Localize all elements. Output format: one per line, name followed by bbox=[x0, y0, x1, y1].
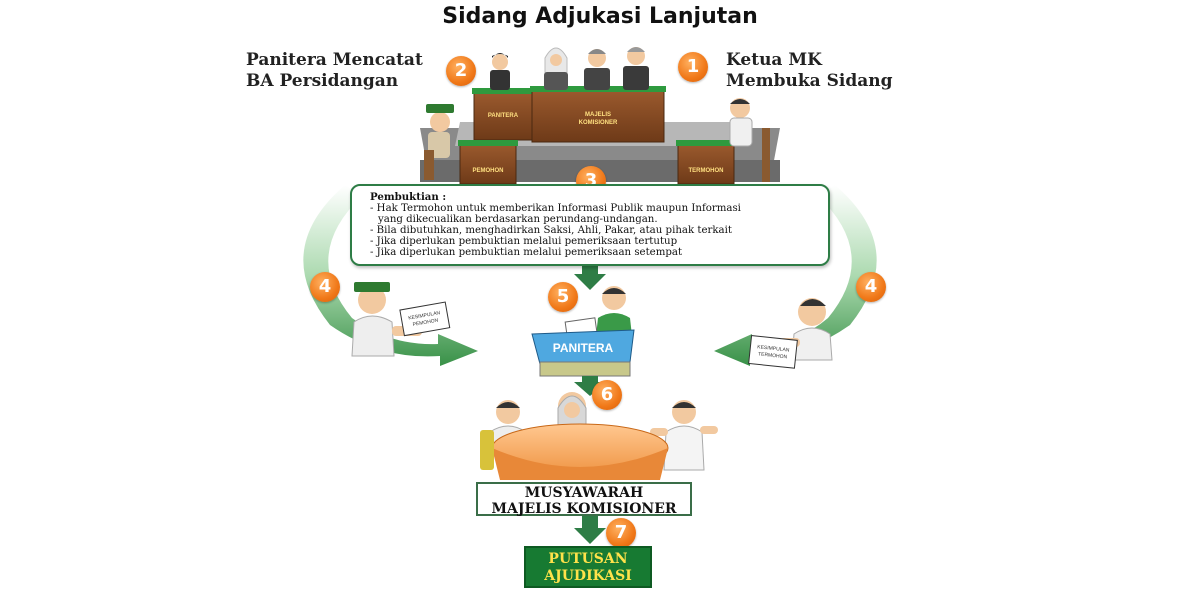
sign-panitera: PANITERA bbox=[488, 113, 519, 119]
deliberation-line2: MAJELIS KOMISIONER bbox=[491, 501, 677, 517]
decision-line1: PUTUSAN bbox=[548, 551, 628, 567]
evidence-item: yang dikecualikan berdasarkan perundang-… bbox=[378, 214, 658, 225]
step-badge-4-left: 4 bbox=[310, 272, 340, 302]
decision-box: PUTUSAN AJUDIKASI bbox=[524, 546, 652, 588]
evidence-item: - Jika diperlukan pembuktian melalui pem… bbox=[370, 236, 678, 247]
step-badge-7: 7 bbox=[606, 518, 636, 548]
evidence-item: - Jika diperlukan pembuktian melalui pem… bbox=[370, 247, 683, 258]
panitera-figure bbox=[490, 53, 510, 90]
decision-line2: AJUDIKASI bbox=[544, 568, 632, 584]
judge-figure-3 bbox=[623, 47, 649, 90]
sign-majelis: MAJELIS bbox=[585, 112, 611, 118]
deliberation-line1: MUSYAWARAH bbox=[524, 485, 644, 501]
termohon-seated-figure bbox=[729, 98, 770, 182]
arrow-to-putusan bbox=[574, 516, 606, 544]
panitera-desk-label: PANITERA bbox=[553, 341, 614, 355]
evidence-item: - Bila dibutuhkan, menghadirkan Saksi, A… bbox=[370, 225, 732, 236]
step2-line1: Panitera Mencatat bbox=[246, 50, 423, 70]
left-curved-arrow bbox=[303, 185, 478, 366]
step-badge-5: 5 bbox=[548, 282, 578, 312]
evidence-item: - Hak Termohon untuk memberikan Informas… bbox=[370, 203, 741, 214]
svg-text:PEMOHON: PEMOHON bbox=[412, 318, 439, 328]
arrow-to-musyawarah bbox=[574, 376, 606, 396]
step2-label: Panitera Mencatat BA Persidangan bbox=[246, 50, 423, 92]
svg-text:KESIMPULAN: KESIMPULAN bbox=[757, 344, 790, 353]
step-badge-1: 1 bbox=[678, 52, 708, 82]
sign-pemohon: PEMOHON bbox=[472, 168, 503, 174]
arrow-to-panitera bbox=[574, 266, 606, 290]
deliberation-scene bbox=[480, 392, 718, 480]
step1-line2: Membuka Sidang bbox=[726, 71, 893, 91]
evidence-box: Pembuktian : - Hak Termohon untuk member… bbox=[350, 184, 830, 266]
step-badge-4-right: 4 bbox=[856, 272, 886, 302]
right-curved-arrow bbox=[714, 185, 877, 366]
sign-komisioner: KOMISIONER bbox=[579, 120, 618, 126]
pemohon-seated-figure bbox=[424, 104, 454, 180]
step-badge-6: 6 bbox=[592, 380, 622, 410]
sign-termohon: TERMOHON bbox=[689, 168, 724, 174]
document-kesimpulan-termohon: KESIMPULAN TERMOHON bbox=[748, 335, 798, 369]
judge-figure-1 bbox=[544, 47, 568, 90]
evidence-heading: Pembuktian : bbox=[370, 191, 447, 203]
step1-line1: Ketua MK bbox=[726, 50, 822, 70]
step1-label: Ketua MK Membuka Sidang bbox=[726, 50, 892, 92]
deliberation-box: MUSYAWARAH MAJELIS KOMISIONER bbox=[476, 482, 692, 517]
document-kesimpulan-pemohon: KESIMPULAN PEMOHON bbox=[399, 301, 451, 337]
page-title: Sidang Adjukasi Lanjutan bbox=[442, 4, 758, 29]
svg-text:KESIMPULAN: KESIMPULAN bbox=[408, 310, 441, 322]
step2-line2: BA Persidangan bbox=[246, 71, 399, 91]
svg-text:TERMOHON: TERMOHON bbox=[758, 351, 788, 360]
termohon-figure bbox=[780, 298, 833, 361]
judge-figure-2 bbox=[584, 49, 610, 90]
step-badge-2: 2 bbox=[446, 56, 476, 86]
